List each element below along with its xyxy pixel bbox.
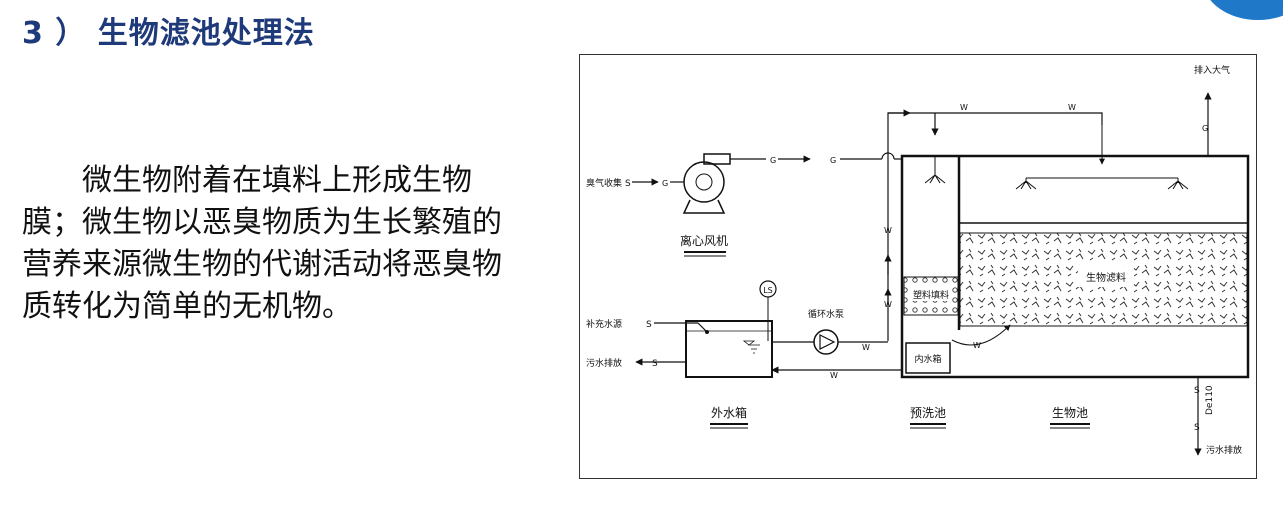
svg-text:G: G	[770, 156, 776, 165]
bio-tank-outline	[900, 154, 1250, 379]
centrifugal-fan-icon	[682, 153, 731, 214]
svg-text:S: S	[646, 320, 652, 330]
pump-label: 循环水泵	[808, 308, 844, 320]
process-diagram: 生物滤料 塑料填料 内水箱 W W W W W G 排入大气	[579, 54, 1257, 479]
exhaust-label: 排入大气	[1194, 64, 1230, 76]
plastic-packing-label: 塑料填料	[913, 289, 949, 301]
odor-gas-label: 臭气收集	[586, 177, 622, 189]
spray-nozzle-icon	[1015, 180, 1037, 190]
page-title: 3 ） 生物滤池处理法	[22, 16, 315, 51]
sewage-right-label: 污水排放	[1206, 444, 1242, 456]
svg-text:W: W	[884, 300, 892, 309]
svg-text:G: G	[662, 179, 668, 188]
svg-text:G: G	[1202, 124, 1208, 133]
process-diagram-svg: 生物滤料 塑料填料 内水箱 W W W W W G 排入大气	[586, 64, 1250, 456]
svg-text:W: W	[973, 341, 981, 350]
svg-text:W: W	[960, 103, 968, 112]
inner-tank-label: 内水箱	[914, 353, 941, 365]
svg-text:S: S	[652, 359, 658, 369]
svg-text:S: S	[1194, 423, 1200, 433]
svg-text:W: W	[884, 226, 892, 235]
svg-text:S: S	[625, 179, 631, 189]
svg-text:W: W	[862, 343, 870, 352]
outer-tank-label: 外水箱	[711, 405, 747, 420]
bio-tank-label: 生物池	[1052, 406, 1088, 420]
spray-nozzle-icon	[924, 174, 946, 184]
biofilter-media-label: 生物滤料	[1086, 271, 1126, 284]
svg-text:G: G	[830, 156, 836, 165]
svg-text:W: W	[1068, 103, 1076, 112]
svg-text:S: S	[1194, 386, 1200, 396]
makeup-water-label: 补充水源	[586, 318, 622, 330]
prewash-tank-label: 预洗池	[910, 406, 946, 420]
sewage-left-label: 污水排放	[586, 357, 622, 369]
fan-label: 离心风机	[680, 233, 728, 248]
svg-text:W: W	[830, 371, 838, 380]
description-text: 微生物附着在填料上形成生物膜；微生物以恶臭物质为生长繁殖的营养来源微生物的代谢活…	[22, 163, 502, 324]
outer-tank	[685, 320, 773, 378]
corner-decoration	[1203, 0, 1283, 20]
circulation-pump-icon	[813, 329, 839, 355]
svg-text:LS: LS	[763, 286, 773, 295]
inner-tank	[905, 342, 951, 374]
pipe-size-label: De110	[1205, 385, 1215, 415]
spray-nozzle-icon	[1167, 180, 1189, 190]
